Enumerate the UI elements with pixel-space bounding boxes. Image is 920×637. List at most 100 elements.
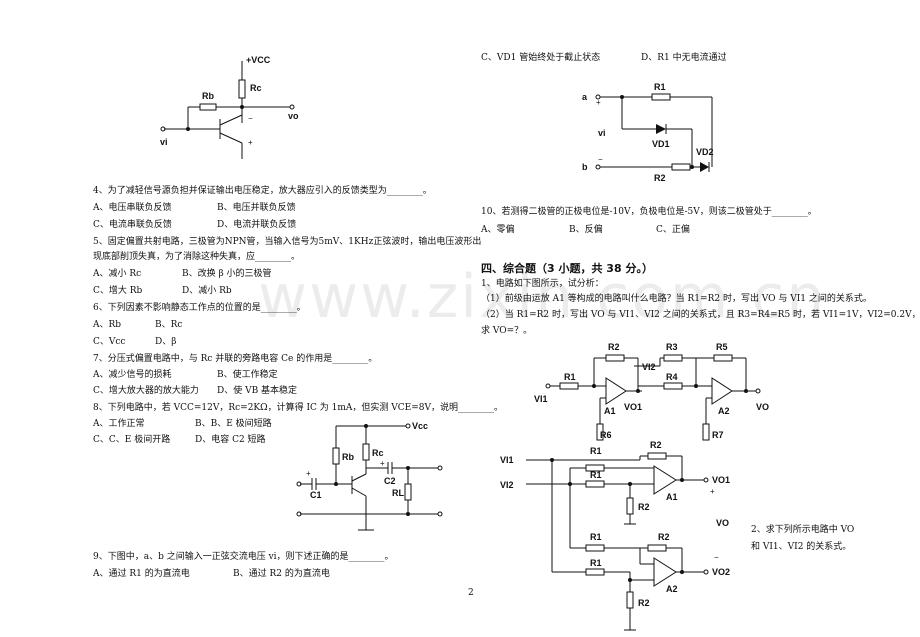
q5-option-c: C、增大 Rb — [93, 286, 143, 296]
two-stage-opamp-diagram: R1 R2 R3 VI2 R4 R5 VI1 A1 VO1 A2 VO R6 R… — [534, 342, 769, 441]
q4-option-c: C、电流串联负反馈 — [93, 220, 172, 230]
q9-option-c: C、VD1 管始终处于截止状态 — [481, 53, 601, 63]
fig5-r1-bottom-label: R1 — [590, 558, 602, 568]
fig5-r2-bottom-label: R2 — [638, 598, 650, 608]
fig3-vd1-label: VD1 — [652, 139, 670, 149]
q6-option-a: A、Rb — [93, 320, 122, 330]
q8-text: 8、下列电路中，若 VCC=12V，Rc=2KΩ，计算得 IC 为 1mA，但实… — [93, 403, 503, 413]
fig4-r3-label: R3 — [666, 342, 678, 352]
fig5-vi1-label: VI1 — [500, 455, 514, 465]
fig4-r6-label: R6 — [600, 430, 612, 440]
fig5-r2-top-label: R2 — [650, 440, 662, 450]
q8-option-a: A、工作正常 — [93, 419, 145, 429]
fig2-rl-label: RL — [392, 488, 404, 498]
q8-option-c: C、C、E 极间开路 — [93, 435, 171, 445]
fig1-rc-label: Rc — [250, 83, 262, 93]
q10-option-b: B、反偏 — [569, 225, 603, 235]
q6-option-c: C、Vcc — [93, 337, 126, 347]
q5-option-a: A、减小 Rc — [93, 269, 142, 279]
page-number: 2 — [468, 588, 474, 598]
fig2-plus2-label: + — [380, 459, 385, 468]
fig4-vi1-label: VI1 — [534, 394, 548, 404]
fig1-vo-label: vo — [288, 111, 299, 121]
fig2-rc-label: Rc — [372, 448, 384, 458]
watermark: www.zixin.com.cn — [258, 262, 827, 332]
dual-opamp-diagram: VI1 VI2 R1 R2 R1 VO1 + A1 R2 VO R — [500, 440, 730, 631]
section-4-heading: 四、综合题（3 小题，共 38 分。） — [481, 262, 653, 275]
fig4-r5-label: R5 — [716, 342, 728, 352]
q4-option-d: D、电流并联负反馈 — [217, 220, 297, 230]
fig3-b-label: b — [582, 162, 588, 172]
fig5-r1-low-label: R1 — [590, 532, 602, 542]
q7-option-a: A、减少信号的损耗 — [93, 370, 172, 380]
q10-option-a: A、零偏 — [481, 225, 515, 235]
fig1-vi-label: vi — [160, 137, 168, 147]
q7-text: 7、分压式偏置电路中，与 Rc 并联的旁路电容 Ce 的作用是________。 — [93, 354, 378, 364]
problem2-line2: 和 VI1、VI2 的关系式。 — [751, 542, 852, 552]
q7-option-d: D、使 VB 基本稳定 — [217, 386, 298, 396]
q4-option-a: A、电压串联负反馈 — [93, 203, 172, 213]
fig5-r2-mid-label: R2 — [638, 502, 650, 512]
fig1-rb-label: Rb — [202, 91, 214, 101]
fig5-a2-label: A2 — [666, 584, 678, 594]
problem1-line3: （2）当 R1=R2 时，写出 VO 与 VI1、VI2 之间的关系式，且 R3… — [481, 310, 920, 320]
q6-option-d: D、β — [155, 337, 177, 347]
q9-option-a: A、通过 R1 的为直流电 — [93, 569, 190, 579]
q9-option-b: B、通过 R2 的为直流电 — [233, 569, 330, 579]
fig2-vcc-label: Vcc — [412, 421, 428, 431]
q4-option-b: B、电压并联负反馈 — [217, 203, 296, 213]
fig5-plus-label: + — [710, 487, 715, 496]
fig3-r1-label: R1 — [654, 82, 666, 92]
fig5-minus-label: − — [714, 553, 719, 562]
amplifier-circuit-diagram: Vcc Rb Rc C1 C2 RL + + — [296, 421, 443, 531]
fig4-vo-label: VO — [756, 402, 769, 412]
fig3-plus-label: + — [596, 98, 601, 107]
fig1-minus-label: − — [248, 114, 253, 123]
fig4-vo1-label: VO1 — [624, 402, 642, 412]
q4-text: 4、为了减轻信号源负担并保证输出电压稳定，放大器应引入的反馈类型为_______… — [93, 186, 432, 196]
q5-option-b: B、改换 β 小的三极管 — [182, 269, 272, 279]
fig2-rb-label: Rb — [342, 452, 354, 462]
fig3-r2-label: R2 — [654, 173, 666, 183]
fig3-vi-label: vi — [598, 128, 606, 138]
fig3-a-label: a — [582, 92, 588, 102]
fig1-vcc-label: +VCC — [246, 55, 271, 65]
q5-line2: 现底部削顶失真，为了消除这种失真，应________。 — [93, 252, 301, 262]
fig4-a1-label: A1 — [604, 406, 616, 416]
q8-option-d: D、电容 C2 短路 — [195, 435, 266, 445]
fixed-bias-circuit-diagram: +VCC Rc Rb vo vi + − — [160, 55, 299, 159]
q5-option-d: D、减小 Rb — [182, 286, 232, 296]
fig5-a1-label: A1 — [666, 492, 678, 502]
fig5-r1-top-label: R1 — [590, 446, 602, 456]
fig4-vi2-label: VI2 — [642, 362, 656, 372]
q7-option-b: B、使工作稳定 — [217, 370, 278, 380]
fig3-minus-label: − — [598, 155, 603, 164]
fig2-c2-label: C2 — [384, 476, 396, 486]
fig5-r2-low-label: R2 — [658, 532, 670, 542]
problem2-line1: 2、求下列所示电路中 VO — [751, 525, 855, 535]
fig3-vd2-label: VD2 — [696, 147, 714, 157]
diode-circuit-diagram: a b + − vi R1 VD1 VD2 R2 — [582, 82, 714, 183]
q6-text: 6、下列因素不影响静态工作点的位置的是________。 — [93, 303, 306, 313]
fig1-plus-label: + — [248, 138, 253, 147]
fig4-r2-label: R2 — [608, 342, 620, 352]
fig2-c1-label: C1 — [310, 490, 322, 500]
problem1-line1: 1、电路如下图所示，试分析： — [481, 279, 604, 289]
q9-option-d: D、R1 中无电流通过 — [641, 53, 727, 63]
q10-text: 10、若测得二极管的正极电位是-10V，负极电位是-5V，则该二极管处于____… — [481, 207, 817, 217]
problem1-line2: （1）前级由运放 A1 等构成的电路叫什么电路？当 R1=R2 时，写出 VO … — [481, 294, 872, 304]
q10-option-c: C、正偏 — [656, 225, 690, 235]
q5-line1: 5、固定偏置共射电路，三极管为NPN管，当输入信号为5mV、1KHz正弦波时，输… — [93, 237, 482, 247]
fig5-vi2-label: VI2 — [500, 480, 514, 490]
fig4-a2-label: A2 — [718, 406, 730, 416]
q9-text: 9、下图中，a、b 之间输入一正弦交流电压 vi，则下述正确的是________… — [93, 552, 394, 562]
fig4-r1-label: R1 — [564, 372, 576, 382]
q7-option-c: C、增大放大器的放大能力 — [93, 386, 199, 396]
q8-option-b: B、B、E 极间短路 — [195, 419, 272, 429]
fig5-vo-label: VO — [716, 518, 729, 528]
problem1-line4: 求 VO=？。 — [481, 326, 533, 336]
fig4-r4-label: R4 — [666, 372, 678, 382]
fig5-vo2-label: VO2 — [712, 567, 730, 577]
fig4-r7-label: R7 — [712, 430, 724, 440]
fig2-plus-label: + — [306, 469, 311, 478]
